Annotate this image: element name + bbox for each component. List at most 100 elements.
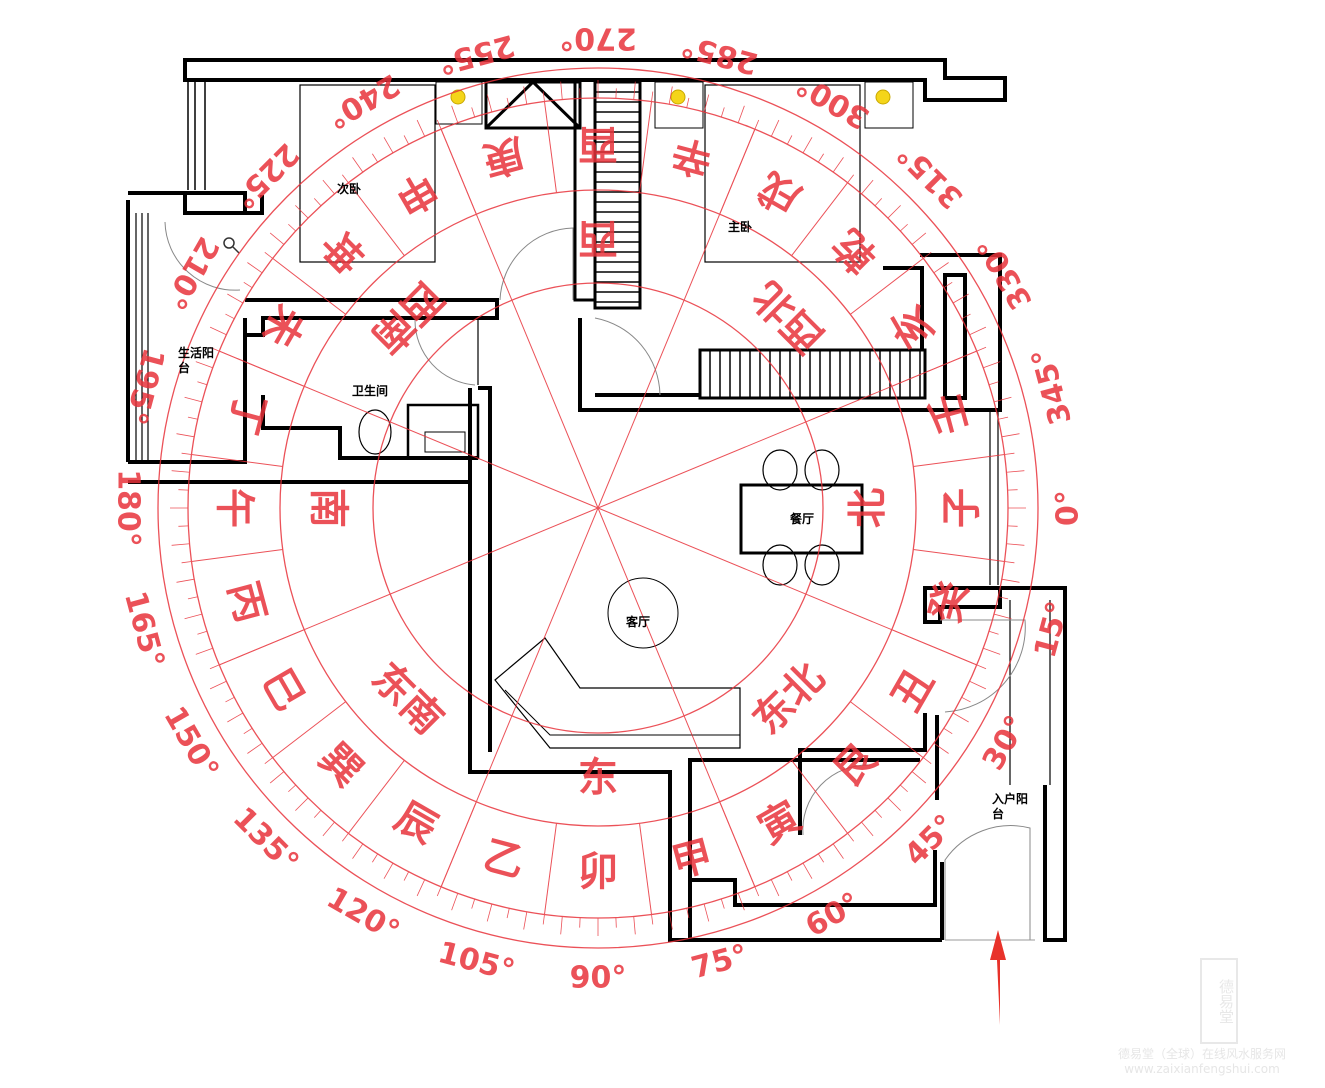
degree-tick — [171, 470, 190, 473]
degree-tick — [187, 416, 198, 420]
mountain-divider — [719, 129, 756, 215]
degree-tick — [560, 81, 563, 100]
mountain-divider — [272, 701, 347, 758]
mountain-label: 丑 — [883, 661, 943, 719]
mountain-label: 乙 — [479, 832, 530, 887]
mountain-divider — [891, 350, 977, 387]
degree-tick — [184, 613, 203, 620]
degree-tick — [737, 893, 745, 911]
mountain-divider — [219, 629, 305, 666]
degree-tick — [976, 346, 987, 352]
compass-ring — [279, 189, 917, 827]
degree-tick — [668, 86, 673, 105]
degree-tick — [720, 107, 725, 118]
degree-tick — [998, 596, 1009, 600]
mountain-divider — [639, 823, 653, 915]
mountain-label: 卯 — [578, 849, 618, 895]
mountain-divider — [849, 701, 924, 758]
degree-tick — [887, 797, 901, 811]
degree-tick — [542, 91, 545, 102]
degree-label: 345° — [1025, 344, 1079, 428]
degree-tick — [227, 712, 244, 723]
direction-label: 西南 — [363, 273, 452, 362]
degree-tick — [451, 893, 459, 911]
degree-tick — [542, 914, 545, 925]
degree-tick — [651, 914, 654, 925]
degree-tick — [227, 293, 244, 304]
degree-tick — [560, 916, 563, 935]
degree-label: 15° — [1028, 598, 1076, 662]
degree-tick — [900, 223, 908, 232]
mountain-label: 丙 — [219, 577, 274, 628]
degree-tick — [983, 647, 1001, 655]
degree-label: 210° — [156, 231, 225, 316]
degree-tick — [720, 898, 725, 909]
degree-tick — [1004, 561, 1015, 564]
degree-tick — [668, 911, 673, 930]
degree-tick — [243, 727, 253, 735]
search-icon — [223, 237, 240, 254]
degree-tick — [737, 105, 745, 123]
entrance-arrow — [990, 930, 1006, 1025]
degree-tick — [686, 908, 690, 919]
degree-tick — [383, 137, 394, 154]
mountain-label: 坤 — [310, 220, 371, 281]
room-label-living-room: 客厅 — [626, 615, 651, 629]
mountain-label: 辰 — [387, 793, 445, 853]
degree-tick — [225, 313, 235, 320]
feng-shui-compass: 0°15°30°45°60°75°90°105°120°135°150°165°… — [111, 21, 1086, 996]
mountain-divider — [891, 629, 977, 666]
degree-tick — [416, 119, 426, 137]
direction-label: 西北 — [744, 273, 833, 362]
lamp-icons — [450, 89, 891, 105]
degree-tick — [770, 119, 780, 137]
room-label-entry-balcony: 入户阳台 — [992, 792, 1029, 821]
degree-tick — [961, 313, 971, 320]
degree-tick — [900, 784, 908, 793]
watermark-line2: www.zaixianfengshui.com — [1124, 1062, 1280, 1076]
degree-tick — [209, 326, 227, 336]
degree-tick — [209, 680, 227, 690]
degree-label: 315° — [891, 136, 971, 216]
degree-tick — [943, 281, 953, 289]
mountain-divider — [440, 801, 477, 887]
degree-tick — [861, 179, 874, 195]
direction-label: 东北 — [744, 654, 833, 743]
degree-tick — [988, 630, 999, 635]
degree-tick — [832, 843, 844, 859]
mountain-divider — [348, 759, 405, 834]
mountain-label: 未 — [253, 297, 313, 355]
degree-tick — [486, 94, 493, 113]
degree-tick — [952, 712, 969, 723]
degree-tick — [243, 281, 253, 289]
degree-tick — [770, 879, 780, 897]
mountain-label: 乾 — [825, 220, 886, 281]
degree-label: 270° — [559, 21, 637, 56]
degree-tick — [506, 97, 510, 108]
degree-tick — [1006, 470, 1025, 473]
degree-tick — [754, 119, 760, 130]
degree-label: 105° — [434, 935, 518, 989]
direction-label: 南 — [305, 488, 351, 528]
degree-tick — [993, 613, 1012, 620]
degree-tick — [187, 596, 198, 600]
mountain-divider — [849, 258, 924, 315]
compass-ring — [372, 282, 824, 734]
degree-label: 75° — [688, 938, 752, 986]
degree-label: 195° — [117, 344, 171, 428]
mountain-divider — [543, 823, 557, 915]
degree-label: 150° — [156, 701, 225, 786]
mountain-divider — [791, 759, 848, 834]
degree-label: 0° — [1051, 490, 1086, 526]
degree-tick — [181, 561, 192, 564]
degree-tick — [523, 911, 528, 930]
degree-tick — [961, 696, 971, 703]
mountain-divider — [543, 101, 557, 193]
degree-label: 330° — [970, 231, 1039, 316]
degree-tick — [436, 119, 442, 130]
degree-tick — [651, 91, 654, 102]
mountain-label: 巽 — [310, 735, 371, 796]
degree-label: 165° — [117, 588, 171, 672]
mountain-label: 丁 — [219, 389, 274, 440]
